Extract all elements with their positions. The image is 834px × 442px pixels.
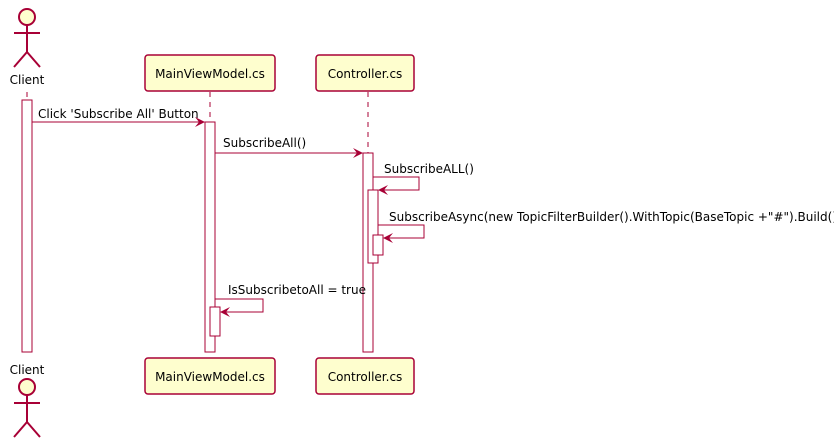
participant-label: MainViewModel.cs bbox=[155, 67, 265, 81]
message-click-subscribe-all: Click 'Subscribe All' Button bbox=[32, 107, 205, 127]
actor-head bbox=[18, 8, 36, 26]
participant-label: Controller.cs bbox=[328, 370, 403, 384]
actor-client-bottom: Client bbox=[10, 363, 45, 438]
actor-client-top: Client bbox=[10, 8, 45, 87]
actor-leg-right bbox=[26, 421, 41, 438]
activation-client bbox=[21, 99, 33, 353]
actor-label-client-top: Client bbox=[10, 73, 45, 87]
message-issubscribetoall-self: IsSubscribetoAll = true bbox=[215, 283, 366, 317]
actor-label-client-bottom: Client bbox=[10, 363, 45, 377]
actor-leg-left bbox=[13, 421, 28, 438]
actor-head bbox=[18, 378, 36, 396]
activation-controller-nested-2 bbox=[372, 234, 384, 256]
participant-box bbox=[144, 54, 276, 92]
participant-controller-top: Controller.cs bbox=[315, 54, 415, 92]
participant-box bbox=[315, 54, 415, 92]
message-label: SubscribeALL() bbox=[384, 162, 474, 176]
message-label: SubscribeAll() bbox=[223, 136, 306, 150]
activation-mainviewmodel bbox=[204, 121, 216, 353]
message-arrow bbox=[215, 298, 264, 317]
message-label: Click 'Subscribe All' Button bbox=[38, 107, 199, 121]
participant-box bbox=[144, 357, 276, 395]
participant-mainviewmodel-top: MainViewModel.cs bbox=[144, 54, 276, 92]
activation-mainviewmodel-nested bbox=[209, 306, 221, 337]
participant-controller-bottom: Controller.cs bbox=[315, 357, 415, 395]
participant-label: Controller.cs bbox=[328, 67, 403, 81]
actor-leg-left bbox=[13, 51, 28, 68]
actor-leg-right bbox=[26, 51, 41, 68]
message-subscribeall: SubscribeAll() bbox=[215, 136, 363, 158]
message-subscribeasync-self: SubscribeAsync(new TopicFilterBuilder().… bbox=[378, 210, 834, 243]
participant-box bbox=[315, 357, 415, 395]
message-subscribeall-self: SubscribeALL() bbox=[373, 162, 474, 195]
participant-label: MainViewModel.cs bbox=[155, 370, 265, 384]
message-arrow bbox=[378, 224, 425, 243]
activation-controller-nested-1 bbox=[367, 189, 379, 264]
message-arrow bbox=[373, 176, 420, 195]
message-label: IsSubscribetoAll = true bbox=[228, 283, 366, 297]
message-label: SubscribeAsync(new TopicFilterBuilder().… bbox=[389, 210, 834, 224]
participant-mainviewmodel-bottom: MainViewModel.cs bbox=[144, 357, 276, 395]
